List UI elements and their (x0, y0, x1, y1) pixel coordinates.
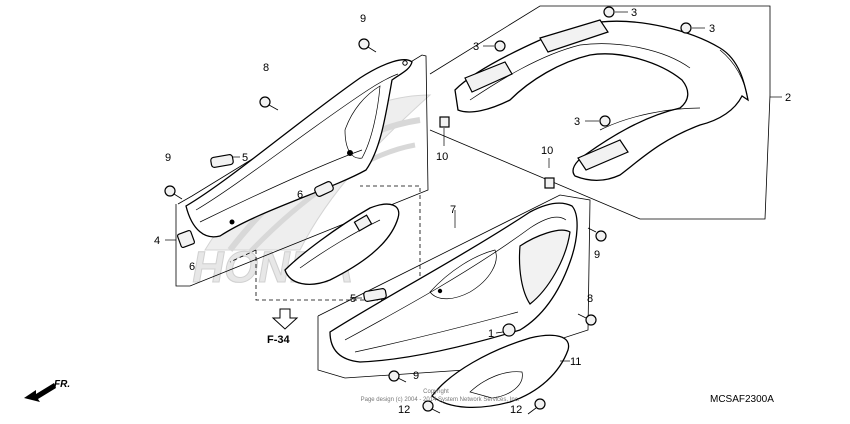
part-1-grommet (502, 323, 516, 337)
group-outline-2 (429, 5, 771, 220)
f34-dashed-link (229, 249, 257, 263)
screw-12-left (422, 400, 441, 414)
copyright-line1: Copyright (423, 389, 449, 395)
bolt-9-right (587, 227, 607, 242)
f34-arrow-icon (271, 308, 299, 330)
callout-12: 12 (510, 404, 522, 416)
seat-bracket (284, 203, 400, 285)
bolt-8-right (577, 313, 597, 326)
callout-9: 9 (360, 13, 366, 25)
bolt-9-bottom (388, 370, 407, 383)
part-4-side-cover (185, 59, 413, 238)
callout-7: 7 (450, 204, 456, 216)
callout-2: 2 (785, 92, 791, 104)
part-10-clip (439, 116, 450, 128)
part-7-side-cover (329, 202, 578, 363)
callout-11: 11 (570, 356, 581, 368)
screw-12-right (527, 398, 546, 415)
callout-5: 5 (242, 152, 248, 164)
part-11-lower-cover (431, 334, 570, 409)
front-arrow-icon (24, 383, 56, 402)
bolt-9-top (358, 38, 377, 53)
callout-3: 3 (574, 116, 580, 128)
callout-9: 9 (413, 370, 419, 382)
grommet-dot (229, 219, 235, 225)
copyright-line2: Page design (c) 2004 - 2014 System Netwo… (361, 397, 520, 403)
bolt-9-left (164, 185, 183, 200)
bolt-8-top (259, 96, 279, 111)
grommet-dot (437, 288, 443, 294)
part-5-cushion (210, 154, 234, 168)
part-6-cushion (176, 229, 196, 249)
part-10-clip (544, 177, 555, 189)
nut-3-c (494, 40, 506, 52)
reference-label: F-34 (267, 334, 291, 346)
callout-10: 10 (436, 151, 448, 163)
nut-3-a (603, 6, 615, 18)
callout-9: 9 (165, 152, 171, 164)
callout-12: 12 (398, 404, 410, 416)
part-5-cushion (363, 288, 387, 302)
callout-4: 4 (154, 235, 160, 247)
part-2-rear-cover (454, 19, 749, 182)
callout-6: 6 (297, 189, 303, 201)
callout-3: 3 (631, 7, 637, 19)
callout-3: 3 (709, 23, 715, 35)
callout-3: 3 (473, 41, 479, 53)
nut-3-d (599, 115, 611, 127)
part-6-cushion (314, 181, 334, 197)
nut-3-b (680, 22, 692, 34)
front-label: FR. (54, 379, 70, 390)
callout-1: 1 (488, 328, 494, 340)
callout-8: 8 (263, 62, 269, 74)
callout-8: 8 (587, 293, 593, 305)
callout-5: 5 (350, 293, 356, 305)
grommet-dot (347, 150, 353, 156)
callout-10: 10 (541, 145, 553, 157)
drawing-code: MCSAF2300A (710, 394, 774, 405)
callout-9: 9 (594, 249, 600, 261)
group-outline-4 (175, 54, 429, 287)
callout-6: 6 (189, 261, 195, 273)
